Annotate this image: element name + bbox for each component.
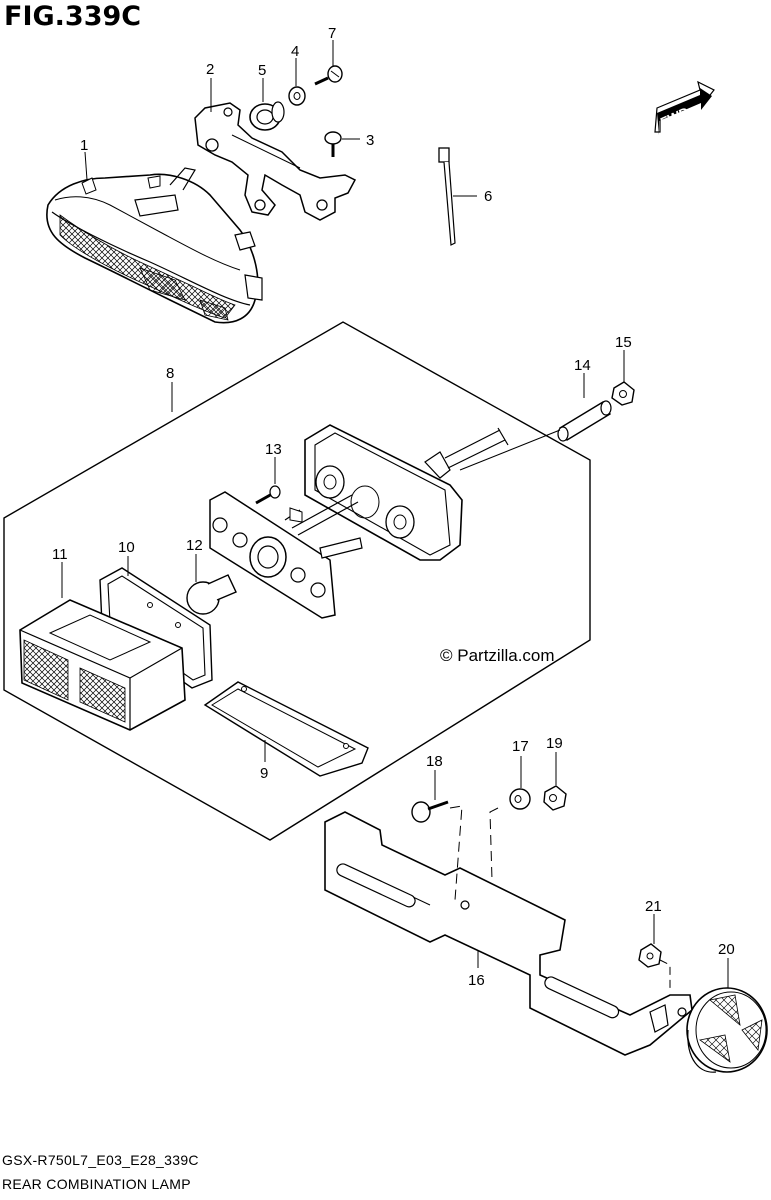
- part-16-bracket: [324, 811, 693, 1056]
- part-15-nut: [611, 381, 635, 406]
- part-17-washer: [509, 788, 531, 810]
- callout-19: 19: [546, 735, 563, 752]
- callout-18: 18: [426, 753, 443, 770]
- callout-4: 4: [291, 43, 299, 60]
- part-19-nut: [543, 785, 567, 811]
- part-14-spacer: [557, 400, 612, 442]
- callout-7: 7: [328, 25, 336, 42]
- callout-13: 13: [265, 441, 282, 458]
- part-11-lens: [19, 599, 186, 731]
- callout-14: 14: [574, 357, 591, 374]
- callout-9: 9: [260, 765, 268, 782]
- callout-20: 20: [718, 941, 735, 958]
- callout-5: 5: [258, 62, 266, 79]
- part-1-tail-lamp: [46, 167, 263, 324]
- part-9-plate: [203, 681, 369, 777]
- callout-16: 16: [468, 972, 485, 989]
- callout-8: 8: [166, 365, 174, 382]
- part-3-screw: [324, 131, 342, 157]
- callout-12: 12: [186, 537, 203, 554]
- callout-3: 3: [366, 132, 374, 149]
- part-5-grommet: [249, 101, 285, 131]
- part-18-screw: [411, 800, 449, 823]
- callout-21: 21: [645, 898, 662, 915]
- callout-10: 10: [118, 539, 135, 556]
- part-20-reflector: [686, 987, 768, 1073]
- fwd-arrow-icon: FWD: [654, 80, 715, 135]
- callout-6: 6: [484, 188, 492, 205]
- footer-figure-code: GSX-R750L7_E03_E28_339C: [2, 1152, 199, 1168]
- callout-11: 11: [52, 546, 68, 563]
- copyright-text: © Partzilla.com: [440, 646, 555, 665]
- part-8-assembly-boundary: [3, 321, 591, 841]
- lamp-socket-plate: [209, 491, 363, 619]
- part-21-nut: [638, 943, 662, 968]
- callout-1: 1: [80, 137, 88, 154]
- part-7-screw: [314, 65, 343, 86]
- footer-figure-name: REAR COMBINATION LAMP: [2, 1176, 191, 1192]
- license-lamp-housing: [304, 424, 561, 561]
- part-6-cable-tie: [438, 147, 456, 246]
- callout-labels: 1 2 3 4 5 6 7 8 9 10 11 12 13 14 15 16 1…: [52, 25, 735, 989]
- callout-2: 2: [206, 61, 214, 78]
- figure-title: FIG.339C: [4, 1, 142, 32]
- part-12-bulb: [186, 574, 237, 615]
- part-13-screw: [255, 485, 281, 505]
- part-4-washer: [288, 86, 306, 106]
- leader-lines: [61, 40, 729, 990]
- part-2-bracket: [194, 102, 357, 221]
- callout-15: 15: [615, 334, 632, 351]
- callout-17: 17: [512, 738, 529, 755]
